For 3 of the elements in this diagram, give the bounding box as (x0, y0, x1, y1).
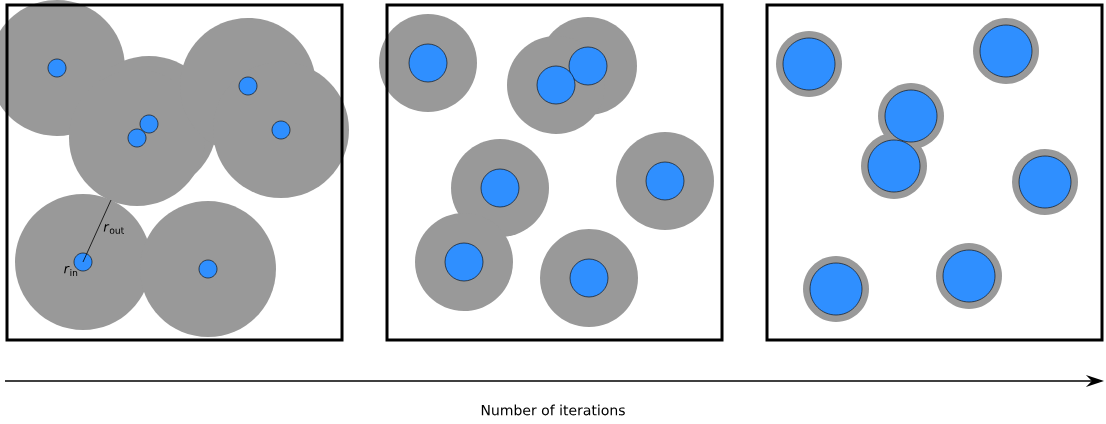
radius-label: r$_{in}$ (64, 266, 78, 277)
radius-label: r$_{out}$ (103, 224, 124, 234)
axis-label: Number of iterations (481, 404, 625, 416)
